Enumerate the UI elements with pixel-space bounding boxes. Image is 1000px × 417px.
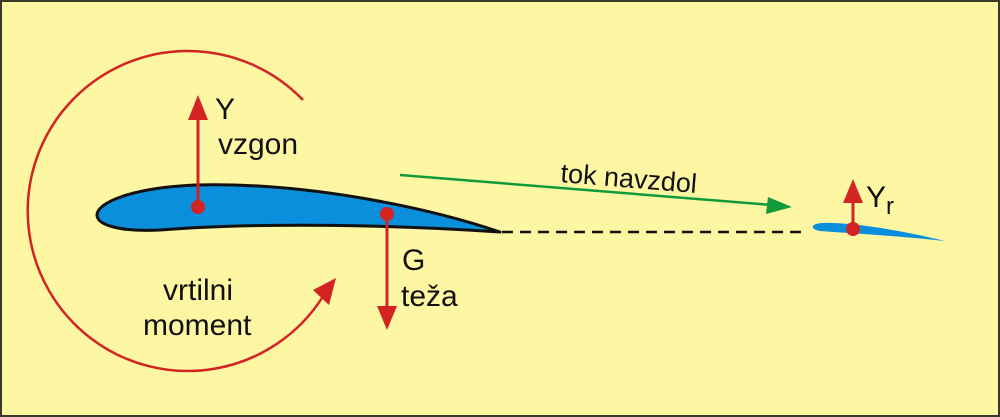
moment-arrowhead-icon: [313, 278, 336, 305]
moment-label-line1: vrtilni: [163, 274, 233, 307]
downwash-arrow: [399, 173, 773, 207]
tail-lift-arrowhead-icon: [843, 179, 863, 203]
tail-airfoil: [812, 222, 945, 241]
weight-arrowhead-icon: [377, 306, 397, 330]
tail-lift-label: Yr: [866, 181, 894, 220]
moment-label-line2: moment: [143, 309, 252, 342]
lift-symbol: Y: [215, 93, 235, 126]
center-of-gravity-point: [380, 207, 394, 221]
lift-label: vzgon: [218, 128, 298, 161]
tail-lift-point: [846, 222, 860, 236]
weight-label: teža: [401, 280, 458, 313]
lift-arrowhead-icon: [188, 95, 208, 120]
moment-arc: [26, 49, 324, 373]
weight-symbol: G: [402, 244, 425, 277]
downwash-arrowhead-icon: [766, 197, 792, 214]
lift-point: [191, 200, 205, 214]
